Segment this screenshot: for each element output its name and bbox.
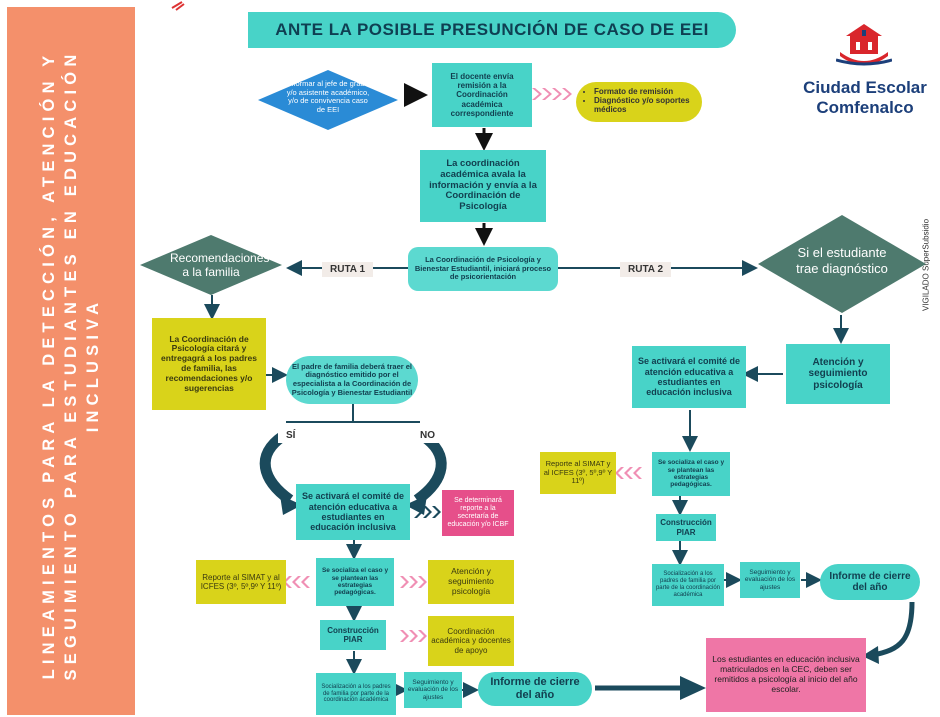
icbf-box: Se determinará reporte a la secretaría d… <box>442 490 514 536</box>
brand-line2: Comfenalco <box>816 98 914 118</box>
ruta2-label: RUTA 2 <box>620 262 671 277</box>
brand-name: Ciudad Escolar Comfenalco <box>790 78 940 119</box>
brand-line1: Ciudad Escolar <box>803 78 927 97</box>
final-box: Los estudiantes en educación inclusiva m… <box>706 638 866 712</box>
socializacion-right-box: Socialización a los padres de familia po… <box>652 564 724 606</box>
coord-docentes-box: Coordinación académica y docentes de apo… <box>428 616 514 666</box>
formato-box: Formato de remisión Diagnóstico y/o sopo… <box>576 82 702 122</box>
comite-right-box: Se activará el comité de atención educat… <box>632 346 746 408</box>
diagnostico-text: Si el estudiante trae diagnóstico <box>796 245 888 276</box>
side-band <box>7 7 135 715</box>
ruta1-label: RUTA 1 <box>322 262 373 277</box>
cierre-left-box: Informe de cierre del año <box>478 672 592 706</box>
formato-item: Diagnóstico y/o soportes médicos <box>594 96 694 114</box>
recomendaciones-diamond: Recomendaciones a la familia <box>140 235 282 295</box>
docente-box: El docente envía remisión a la Coordinac… <box>432 63 532 127</box>
bienestar-box: La Coordinación de Psicología y Bienesta… <box>408 247 558 291</box>
si-label: SÍ <box>278 428 304 443</box>
citara-box: La Coordinación de Psicología citará y e… <box>152 318 266 410</box>
seguimiento-left-box: Seguimiento y evaluación de los ajustes <box>404 672 462 708</box>
piar-left-box: Construcción PIAR <box>320 620 386 650</box>
padre-box: El padre de familia deberá traer el diag… <box>286 356 418 404</box>
socializa-left-box: Se socializa el caso y se plantean las e… <box>316 558 394 606</box>
formato-item: Formato de remisión <box>594 87 694 96</box>
page-title: ANTE LA POSIBLE PRESUNCIÓN DE CASO DE EE… <box>248 12 736 48</box>
atencion-left-box: Atención y seguimiento psicología <box>428 560 514 604</box>
logo-icon <box>835 20 893 70</box>
no-label: NO <box>412 428 443 443</box>
cierre-right-box: Informe de cierre del año <box>820 564 920 600</box>
recomendaciones-text: Recomendaciones a la familia <box>170 251 270 280</box>
reporte-left-box: Reporte al SIMAT y al ICFES (3º, 5º,9º Y… <box>196 560 286 604</box>
informar-text: Informar al jefe de grado y/o asistente … <box>286 79 370 114</box>
atencion-right-box: Atención y seguimiento psicología <box>786 344 890 404</box>
reporte-right-box: Reporte al SIMAT y al ICFES (3º, 5º,9º Y… <box>540 452 616 494</box>
avala-box: La coordinación académica avala la infor… <box>420 150 546 222</box>
piar-right-box: Construcción PIAR <box>656 514 716 541</box>
seguimiento-right-box: Seguimiento y evaluación de los ajustes <box>740 562 800 598</box>
socializa-right-box: Se socializa el caso y se plantean las e… <box>652 452 730 496</box>
socializacion-left-box: Socialización a los padres de familia po… <box>316 673 396 715</box>
informar-diamond: Informar al jefe de grado y/o asistente … <box>258 70 398 130</box>
diagnostico-diamond: Si el estudiante trae diagnóstico <box>758 215 926 313</box>
comite-left-box: Se activará el comité de atención educat… <box>296 484 410 540</box>
